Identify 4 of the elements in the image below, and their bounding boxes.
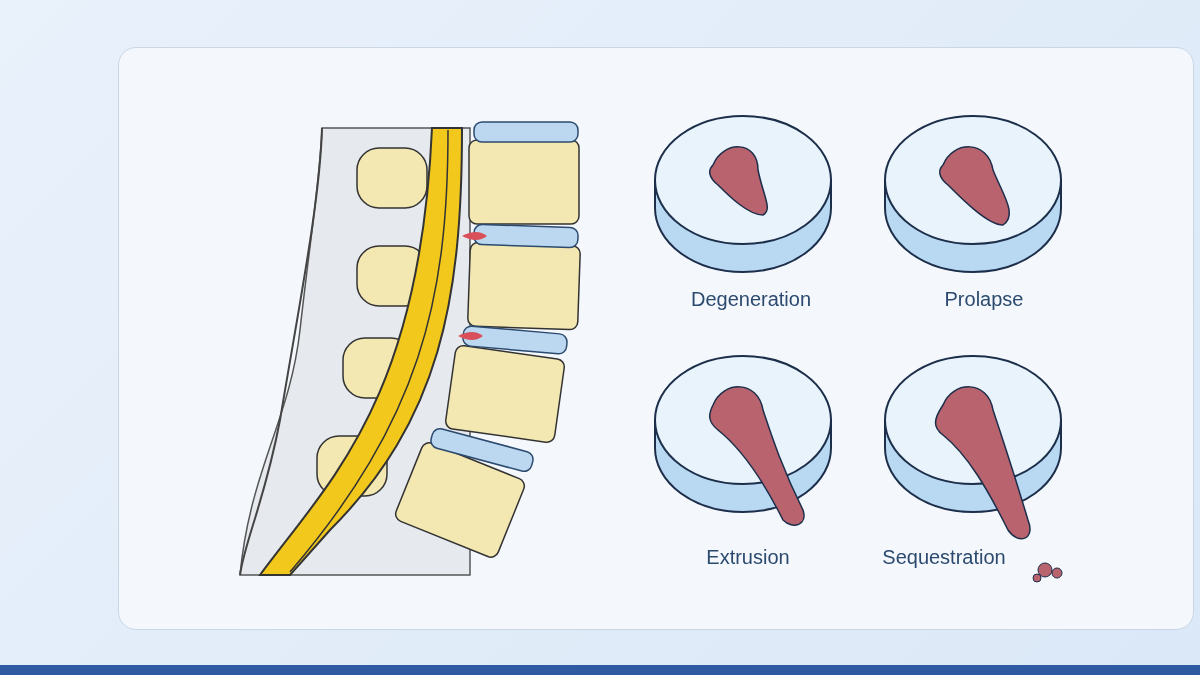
stage-label: Sequestration [882,546,1006,569]
stage-label: Degeneration [690,288,812,311]
stage-label: Extrusion [706,546,790,569]
stage-label: Prolapse [944,288,1024,311]
